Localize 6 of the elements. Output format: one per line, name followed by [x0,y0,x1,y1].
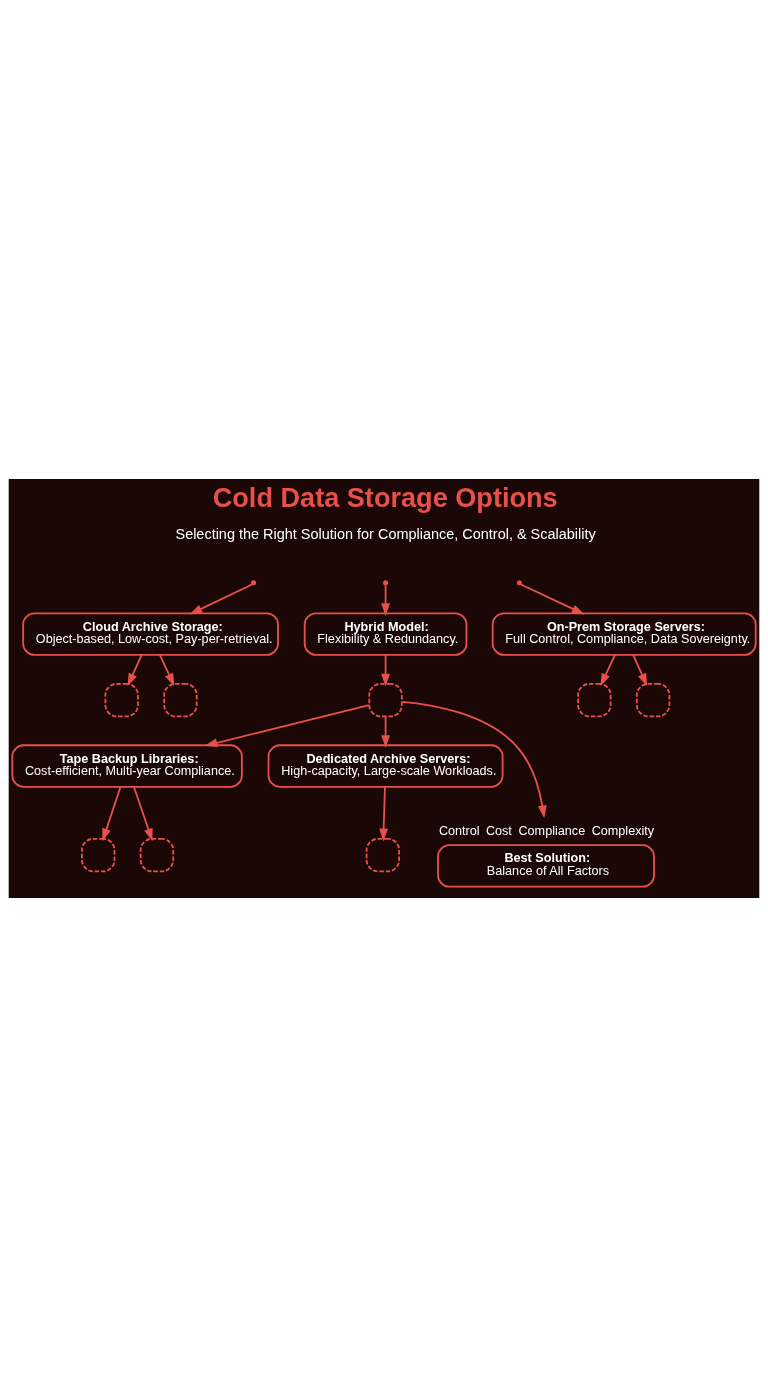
node-label: Cost [485,823,512,838]
diagram-title: Cold Data Storage Options [212,481,558,513]
node-label: Compliance [518,823,586,838]
label: Selecting the Right Solution for Compliance, Control, & Scalability [175,525,596,542]
node-label: Control [438,823,480,838]
node-label: Complexity [591,823,655,838]
